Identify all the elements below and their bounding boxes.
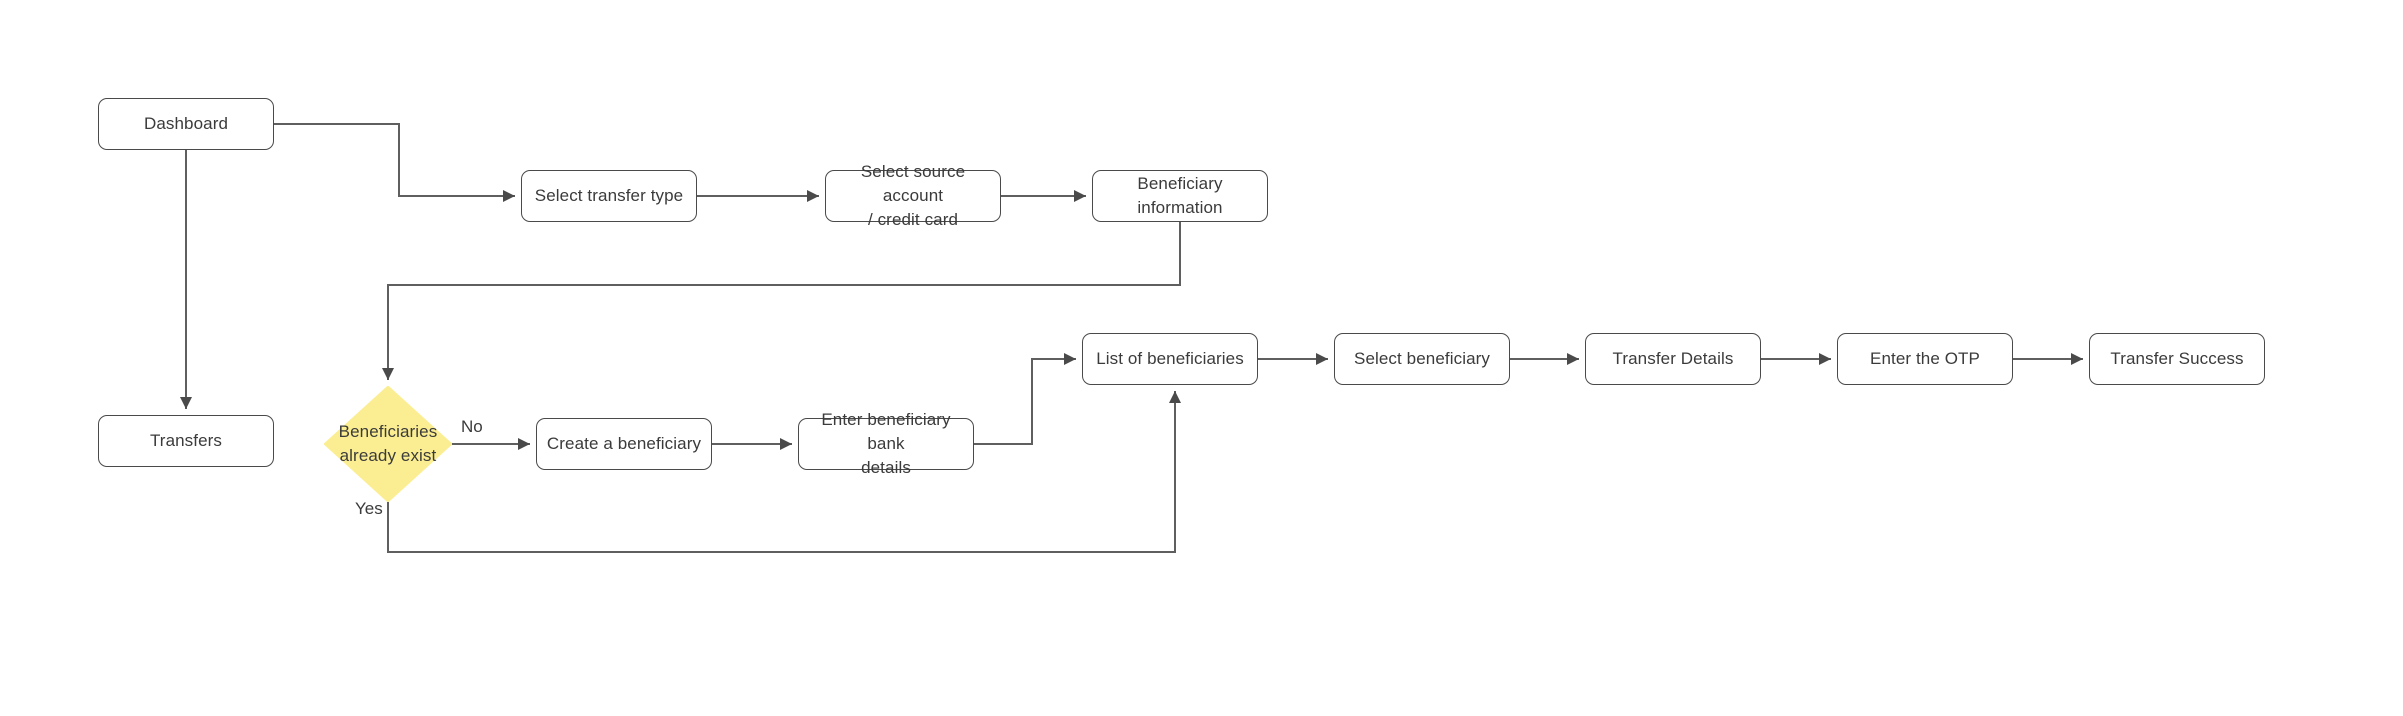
edge-decision-yes-to-list xyxy=(387,391,1181,553)
node-dashboard[interactable]: Dashboard xyxy=(98,98,274,150)
node-select-benef[interactable]: Select beneficiary xyxy=(1334,333,1510,385)
node-transfer-type[interactable]: Select transfer type xyxy=(521,170,697,222)
node-create-benef[interactable]: Create a beneficiary xyxy=(536,418,712,470)
edge-label-yes-label: Yes xyxy=(355,499,383,518)
node-benef-list[interactable]: List of beneficiaries xyxy=(1082,333,1258,385)
node-benef-info[interactable]: Beneficiary information xyxy=(1092,170,1268,222)
node-label-source-acct: Select source account / credit card xyxy=(860,161,966,230)
node-enter-otp[interactable]: Enter the OTP xyxy=(1837,333,2013,385)
node-label-transfer-det: Transfer Details xyxy=(1612,348,1734,368)
decision-diamond-shape xyxy=(324,386,452,502)
node-benef-exist[interactable]: Beneficiaries already exist xyxy=(324,386,452,502)
node-label-transfer-type: Select transfer type xyxy=(534,185,684,205)
node-label-dashboard: Dashboard xyxy=(143,113,229,133)
node-label-benef-exist: Beneficiaries already exist xyxy=(338,421,438,465)
node-label-create-benef: Create a beneficiary xyxy=(546,433,702,453)
edge-dashboard-to-transfer-type xyxy=(274,123,515,202)
node-label-bank-details: Enter beneficiary bank details xyxy=(821,409,951,478)
edge-info-to-decision xyxy=(382,222,1181,380)
node-label-enter-otp: Enter the OTP xyxy=(1870,348,1980,368)
node-transfer-det[interactable]: Transfer Details xyxy=(1585,333,1761,385)
node-label-benef-info: Beneficiary information xyxy=(1137,173,1223,217)
node-label-benef-list: List of beneficiaries xyxy=(1096,348,1244,368)
edge-label-no-label: No xyxy=(461,417,483,436)
node-bank-details[interactable]: Enter beneficiary bank details xyxy=(798,410,974,477)
node-label-transfers: Transfers xyxy=(149,430,223,450)
edge-bank-to-list xyxy=(974,353,1076,445)
node-source-acct[interactable]: Select source account / credit card xyxy=(825,162,1001,229)
node-success[interactable]: Transfer Success xyxy=(2089,333,2265,385)
node-label-select-benef: Select beneficiary xyxy=(1354,348,1490,368)
node-label-success: Transfer Success xyxy=(2110,348,2244,368)
node-transfers[interactable]: Transfers xyxy=(98,415,274,467)
